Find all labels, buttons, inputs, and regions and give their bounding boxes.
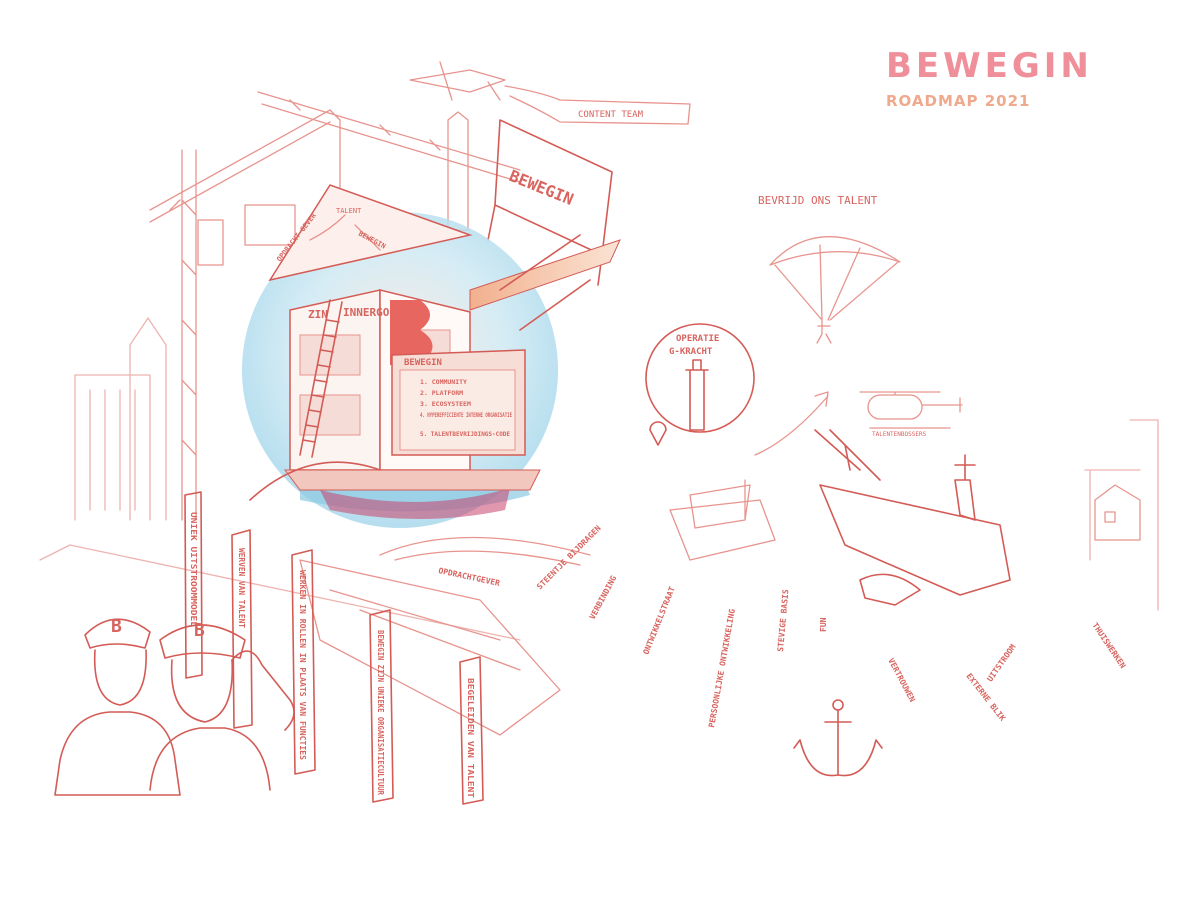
goal-item: 1. COMMUNITY — [420, 378, 467, 386]
captains — [54, 618, 295, 796]
small-boat — [669, 479, 776, 561]
goal-item: 4. HYPEREFFICIENTE INTERNE ORGANISATIE — [420, 411, 512, 419]
ship — [814, 429, 1011, 606]
ray-label: UITSTROOM — [985, 643, 1017, 684]
pier — [299, 536, 591, 736]
plane-banner-text: CONTENT TEAM — [578, 110, 644, 120]
billboard-text: BEWEGIN — [507, 166, 577, 209]
building-sign: BEWEGIN — [404, 358, 442, 368]
value-rays: STEENTJE BIJDRAGEN VERBINDING ONTWIKKELS… — [535, 524, 1127, 729]
g-kracht-title: G-KRACHT — [669, 347, 713, 357]
pillar-label: WERKEN IN ROLLEN IN PLAATS VAN FUNCTIES — [298, 570, 307, 761]
background-city — [39, 317, 1159, 641]
pillar-label: BEGELEIDEN VAN TALENT — [466, 678, 475, 799]
anchor — [793, 699, 883, 777]
ray-label: VERBINDING — [588, 574, 619, 621]
ladder — [299, 299, 343, 458]
pillar-label: BEWEGIN ZIJN UNIEKE ORGANISATIECULTUUR — [376, 630, 385, 795]
ray-label: STEVIGE BASIS — [776, 589, 790, 652]
goal-item: 3. ECOSYSTEEM — [420, 400, 471, 408]
goal-item: 2. PLATFORM — [420, 389, 463, 397]
bridge — [249, 461, 381, 501]
building-left-label: ZIN — [308, 308, 328, 321]
growth-arrow — [754, 391, 829, 456]
pillar-label: WERVEN VAN TALENT — [237, 548, 246, 629]
building-right-label: INNERGO — [343, 306, 390, 319]
house — [1094, 484, 1141, 541]
operatie-bubble — [645, 323, 755, 446]
goal-item: 5. TALENTBEVRIJDINGS-CODE — [420, 430, 510, 438]
ray-label: PERSOONLIJKE ONTWIKKELING — [707, 608, 737, 728]
helicopter — [859, 391, 963, 429]
helicopter-banner-text: TALENTENBOSSERS — [872, 431, 927, 438]
pillar-label: UNIEK UITSTROOMMODEL — [189, 512, 198, 628]
goals-list: 1. COMMUNITY 2. PLATFORM 3. ECOSYSTEEM 4… — [420, 378, 512, 438]
captain-badge-icon: B — [194, 620, 205, 641]
roadmap-subtitle: ROADMAP 2021 — [886, 92, 1031, 110]
opdrachtgever-label: OPDRACHTGEVER — [438, 566, 501, 588]
ray-label: THUISWERKEN — [1090, 621, 1127, 670]
operatie-title: OPERATIE — [676, 334, 719, 344]
puzzle-triangle — [268, 184, 473, 282]
ray-label: FUN — [819, 617, 828, 632]
building — [284, 234, 621, 491]
crane — [149, 91, 521, 521]
parachute-caption: BEVRIJD ONS TALENT — [758, 194, 878, 207]
plane — [409, 61, 691, 125]
pillars — [184, 491, 484, 805]
ray-label: VERTROUWEN — [886, 657, 917, 704]
parachute — [769, 236, 901, 344]
pillar-labels: UNIEK UITSTROOMMODEL WERVEN VAN TALENT W… — [189, 512, 475, 799]
ray-label: ONTWIKKELSTRAAT — [642, 585, 677, 656]
puzzle-mid-text: TALENT — [336, 207, 362, 215]
brand-logo: BEWEGIN — [886, 46, 1093, 86]
captain-badge-icon: B — [111, 616, 122, 637]
